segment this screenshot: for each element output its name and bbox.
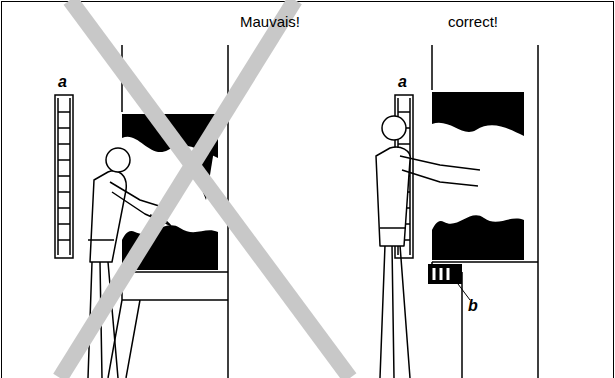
worker-torso bbox=[376, 147, 410, 246]
rack-rungs bbox=[58, 98, 70, 255]
callout-letter: b bbox=[468, 298, 478, 314]
cross-stroke bbox=[60, 0, 295, 378]
step-b bbox=[428, 264, 470, 300]
furnace-right bbox=[432, 45, 538, 378]
step-block bbox=[428, 264, 462, 284]
verdict-text: Mauvais! bbox=[240, 14, 300, 29]
furnace-wall bbox=[432, 45, 538, 378]
callout-letter: a bbox=[58, 74, 67, 90]
callout-letter: a bbox=[398, 74, 407, 90]
cross-stroke bbox=[70, 0, 350, 378]
flame-upper bbox=[432, 92, 524, 136]
furnace-base bbox=[432, 262, 538, 378]
worker-legs bbox=[380, 245, 410, 378]
rack-left bbox=[55, 95, 73, 258]
furnace-base bbox=[108, 272, 228, 378]
rack-outline bbox=[55, 95, 73, 258]
worker-head bbox=[106, 148, 130, 172]
worker-belt bbox=[88, 239, 114, 241]
worker-arms bbox=[400, 156, 480, 186]
worker-upright bbox=[376, 116, 480, 378]
worker-head bbox=[382, 116, 406, 140]
worker-belt bbox=[380, 227, 406, 229]
step-slots bbox=[434, 268, 448, 280]
worker-torso bbox=[90, 171, 126, 262]
flame-lower bbox=[432, 215, 524, 260]
verdict-text: correct! bbox=[448, 14, 498, 29]
